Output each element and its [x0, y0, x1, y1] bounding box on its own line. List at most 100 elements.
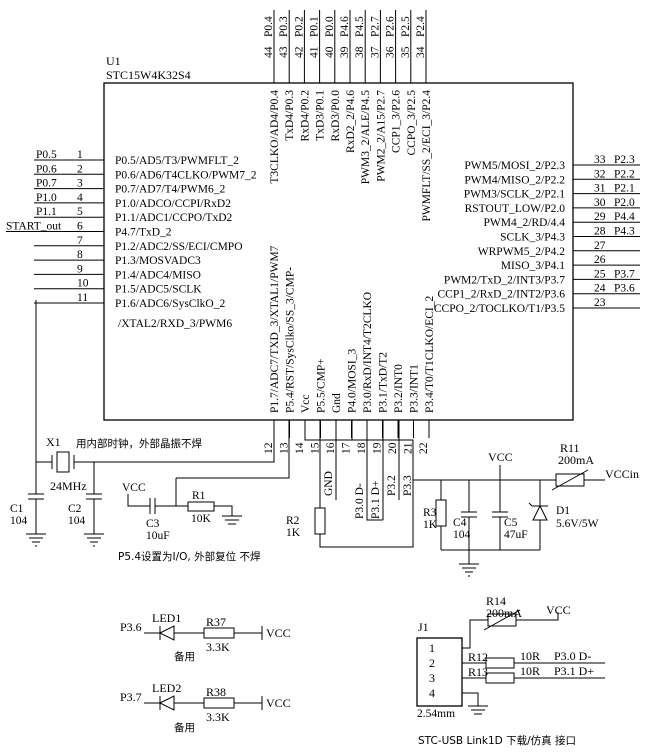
r13-value: 10R	[520, 664, 540, 678]
bottom-pin-func-17: P4.0/MOSI_3	[347, 349, 359, 413]
c5-ref: C5	[504, 517, 518, 529]
bottom-pin-func-15: P5.5/CMP+	[316, 358, 328, 413]
right-pin-func-26: MISO_3/P4.1	[501, 260, 565, 272]
left-pin-func-10: P1.5/ADC5/SCLK	[115, 284, 202, 296]
led1-vcc: VCC	[266, 626, 291, 640]
top-pin-num-36: 36	[385, 46, 397, 58]
top-pin-func-41: TxD3/P0.1	[315, 90, 327, 141]
bottom-pin-func-12: P1.7/ADC7/TXD_3/XTAL1/PWM7	[269, 245, 281, 413]
gnd-net-label: GND	[323, 471, 335, 496]
left-pin-net-3: P0.7	[36, 178, 57, 190]
top-pin-net-44: P0.4	[263, 16, 275, 37]
r1-value: 10K	[191, 513, 212, 525]
bottom-pin-num-15: 15	[310, 442, 322, 454]
r14-ref: R14	[486, 594, 506, 608]
top-pin-net-37: P2.7	[369, 16, 381, 37]
left-pin-net-6: START_out	[6, 221, 62, 233]
usb-caption: STC-USB Link1D 下载/仿真 接口	[418, 734, 576, 747]
crystal-value: 24MHz	[50, 479, 87, 493]
j1-pin1: 1	[429, 641, 435, 655]
right-pin-func-33: PWM5/MOSI_2/P2.3	[464, 160, 565, 172]
left-pin-func-7: P1.2/ADC2/SS/ECI/CMPO	[115, 241, 243, 253]
top-pin-num-34: 34	[415, 46, 427, 58]
top-pin-net-36: P2.6	[385, 16, 397, 37]
top-pin-func-38: PWM3_2/ALE/P4.5	[360, 90, 372, 184]
c2-ref: C2	[68, 503, 82, 515]
top-pin-num-40: 40	[324, 46, 336, 58]
c1-value: 104	[10, 515, 28, 527]
top-pin-net-35: P2.5	[400, 16, 412, 37]
power-vcc: VCC	[488, 450, 513, 464]
left-pin-net-4: P1.0	[36, 192, 57, 204]
right-pin-net-31: P2.1	[614, 183, 635, 195]
right-pin-num-31: 31	[594, 183, 606, 195]
right-pin-func-25: PWM2/TxD_2/INT3/P3.7	[444, 274, 565, 286]
j1-pin3: 3	[429, 671, 435, 685]
reset-vcc: VCC	[122, 482, 146, 494]
left-pin-net-5: P1.1	[36, 206, 57, 218]
r2-value: 1K	[286, 527, 301, 539]
bottom-pin-num-22: 22	[418, 442, 430, 454]
right-pin-num-26: 26	[594, 254, 606, 266]
left-pin-net-2: P0.6	[36, 163, 57, 175]
top-pin-func-36: CCP1_3/P2.6	[391, 90, 403, 153]
top-pin-num-35: 35	[400, 46, 412, 58]
right-pin-net-24: P3.6	[614, 283, 635, 295]
bottom-pin-func-19: P3.1/TxD/T2	[378, 352, 390, 413]
left-pin-func-9: P1.4/ADC4/MISO	[115, 269, 201, 281]
c4-value: 104	[453, 529, 471, 541]
mcu-part: STC15W4K32S4	[106, 68, 191, 82]
led1-note: 备用	[174, 650, 195, 663]
p31-dp-label: P3.1 D+	[370, 481, 382, 519]
left-pin-func-2: P0.6/AD6/T4CLKO/PWM7_2	[115, 169, 257, 181]
bottom-pin-func-18: P3.0/RxD/INT4/T2CLKO	[362, 292, 374, 413]
left-pin-func-11: P1.6/ADC6/SysClkO_2	[115, 298, 225, 310]
pin11-func-cont: /XTAL2/RXD_3/PWM6	[118, 318, 232, 330]
top-pin-num-37: 37	[369, 46, 381, 58]
power-section: VCC R11 200mA VCCin R3 1K C4 104 C5 47uF	[423, 441, 639, 577]
led1-ref: LED1	[152, 611, 181, 625]
top-pin-num-39: 39	[339, 46, 351, 58]
left-pin-func-8: P1.3/MOSVADC3	[115, 255, 201, 267]
r12-ref: R12	[468, 650, 488, 664]
right-pin-net-29: P4.4	[614, 211, 635, 223]
left-pin-num-2: 2	[77, 163, 83, 175]
top-pin-func-34: PWMFLT/SS_2/ECI_3/P2.4	[421, 90, 433, 222]
right-pin-num-25: 25	[594, 268, 606, 280]
right-pin-num-33: 33	[594, 154, 606, 166]
crystal-note: 用内部时钟，外部晶振不焊	[76, 437, 202, 450]
r38-value: 3.3K	[206, 710, 230, 724]
right-pin-func-31: PWM3/SCLK_2/P2.1	[464, 189, 566, 201]
r3-value: 1K	[423, 519, 438, 531]
top-pin-num-42: 42	[293, 46, 305, 58]
crystal-ref: X1	[46, 435, 61, 449]
bottom-pin-num-18: 18	[356, 442, 368, 454]
mcu-ref: U1	[106, 54, 121, 68]
c3-ref: C3	[146, 518, 160, 530]
top-pin-net-39: P4.6	[339, 16, 351, 37]
led2-section: P3.7 LED2 R38 3.3K VCC 备用	[120, 681, 291, 734]
top-pin-net-34: P2.4	[415, 16, 427, 37]
c1-ref: C1	[10, 503, 24, 515]
r37-ref: R37	[206, 615, 226, 629]
j1-pitch: 2.54mm	[417, 708, 455, 720]
top-pin-net-40: P0.0	[324, 16, 336, 37]
bottom-pin-func-14: Vcc	[300, 394, 312, 413]
c4-ref: C4	[453, 517, 467, 529]
j1-ref: J1	[418, 620, 429, 634]
right-pin-net-25: P3.7	[614, 268, 635, 280]
left-pin-net-1: P0.5	[36, 149, 57, 161]
left-pin-num-6: 6	[77, 221, 83, 233]
top-pin-func-37: PWM2_2/A15/P2.7	[375, 90, 387, 182]
top-pin-num-38: 38	[354, 46, 366, 58]
bottom-pin-func-16: Gnd	[331, 393, 343, 413]
right-pin-num-24: 24	[594, 283, 606, 295]
left-pin-func-5: P1.1/ADC1/CCPO/TxD2	[115, 212, 233, 224]
top-pin-num-43: 43	[278, 46, 290, 58]
top-pin-net-42: P0.2	[293, 16, 305, 37]
top-pin-num-41: 41	[309, 46, 321, 58]
j1-pin2: 2	[429, 656, 435, 670]
